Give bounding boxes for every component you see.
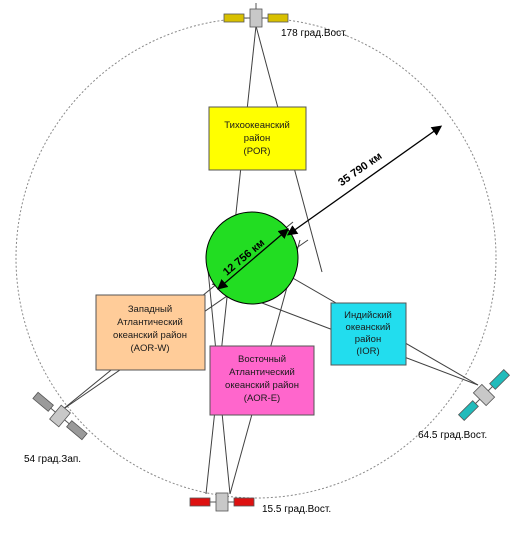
satellite-aore-icon [189, 492, 255, 512]
region-label-por-2: район [244, 133, 270, 144]
satellite-por-icon [223, 3, 289, 28]
region-label-aore-4: (AOR-E) [244, 393, 280, 404]
satellite-ior-label: 64.5 град.Вост. [418, 430, 487, 441]
satellite-por-label: 178 град.Вост. [281, 28, 347, 39]
region-label-por-1: Тихоокеанский [224, 120, 290, 131]
region-label-ior-4: (IOR) [356, 346, 379, 357]
satellite-aore-label: 15.5 град.Вост. [262, 504, 331, 515]
region-label-aore-3: океанский район [225, 380, 299, 391]
region-label-por-3: (POR) [244, 146, 271, 157]
region-box-aore: Восточный Атлантический океанский район … [209, 345, 315, 416]
region-label-aorw-1: Западный [128, 304, 172, 315]
satellite-aorw-icon [32, 391, 88, 441]
geostationary-orbit [15, 17, 497, 499]
region-box-aorw: Западный Атлантический океанский район (… [95, 294, 206, 371]
region-label-aore-2: Атлантический [229, 367, 295, 378]
orbit-radius-arrow [286, 125, 443, 236]
region-label-ior-1: Индийский [344, 310, 392, 321]
region-label-ior-3: район [355, 334, 381, 345]
region-label-aorw-4: (AOR-W) [130, 343, 169, 354]
region-label-aorw-2: Атлантический [117, 317, 183, 328]
satellite-ior-icon [457, 368, 511, 422]
region-label-aorw-3: океанский район [113, 330, 187, 341]
region-box-ior: Индийский океанский район (IOR) [330, 302, 407, 366]
region-label-aore-1: Восточный [238, 354, 286, 365]
region-box-por: Тихоокеанский район (POR) [208, 106, 307, 171]
earth-diameter-arrow [217, 228, 289, 290]
satellite-aorw-label: 54 град.Зап. [24, 454, 81, 465]
region-label-ior-2: океанский [346, 322, 391, 333]
